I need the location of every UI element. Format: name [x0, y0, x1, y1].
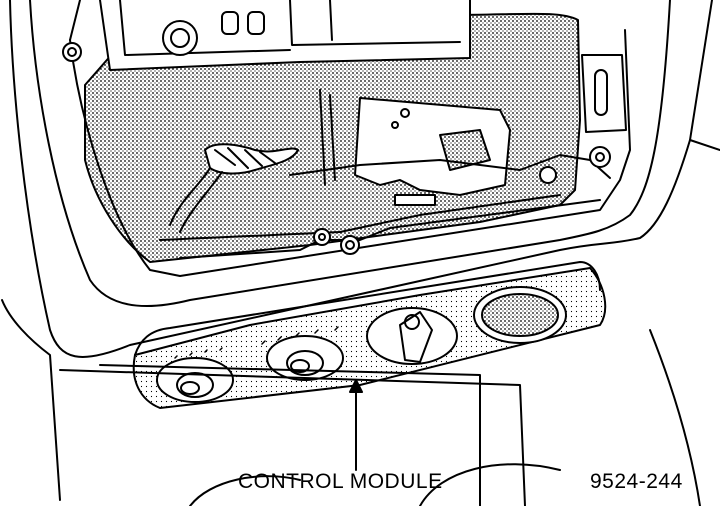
upper-switch-panel — [99, 0, 471, 71]
control-module-assembly — [132, 261, 607, 409]
figure-number: 9524-244 — [590, 470, 683, 493]
control-module-label: CONTROL MODULE — [238, 470, 443, 493]
mount-screws — [62, 42, 611, 255]
lower-dash — [59, 329, 701, 506]
side-switch — [581, 54, 627, 133]
mounting-bracket — [159, 97, 611, 259]
callout-leader — [349, 379, 363, 471]
